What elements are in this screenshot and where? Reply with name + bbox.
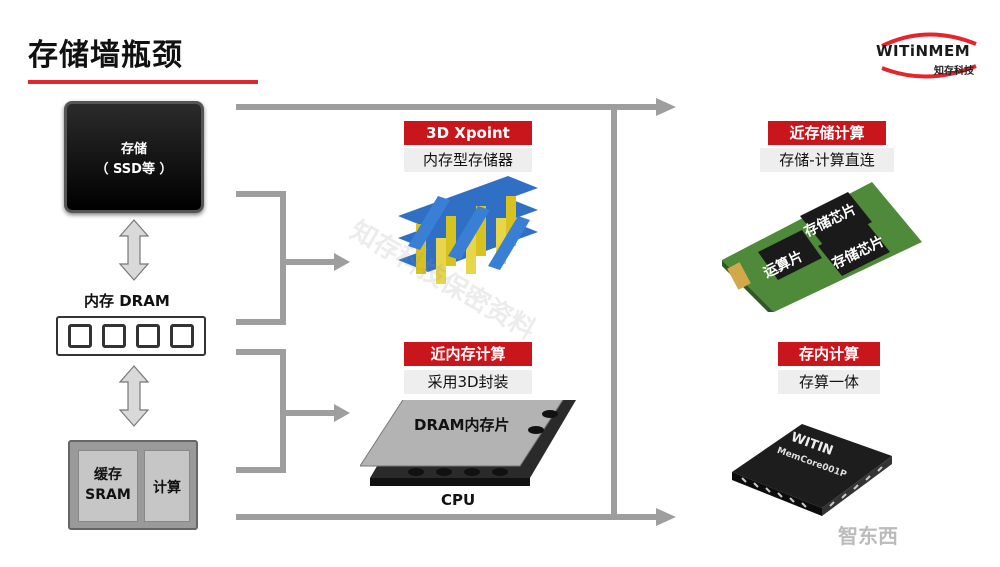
in-memory-sub: 存算一体 (778, 370, 880, 394)
near-memory-sub: 采用3D封装 (404, 370, 532, 394)
dram-module-icon (56, 316, 206, 356)
xpoint-tag: 3D Xpoint (404, 121, 532, 145)
sram-cache-sublabel: SRAM (85, 487, 131, 503)
logo-subtitle: 知存科技 (934, 66, 974, 77)
logo-name: WITiNMEM (876, 42, 971, 60)
dram-layer-label: DRAM内存片 (414, 416, 510, 434)
near-storage-tag: 近存储计算 (768, 121, 886, 145)
xpoint-sub: 内存型存储器 (404, 148, 532, 172)
ssd-block: 存储 （ SSD等 ） (64, 101, 204, 213)
sram-cache-label: 缓存 (94, 467, 122, 483)
storage-board-icon (722, 182, 922, 312)
in-memory-tag: 存内计算 (778, 342, 880, 366)
sram-cache-block: 缓存 SRAM (78, 450, 138, 522)
double-arrow-icon (118, 219, 150, 427)
logo-swoosh-icon (881, 32, 977, 79)
3d-package-stack-icon (360, 400, 576, 486)
cpu-die-block: 缓存 SRAM 计算 (68, 440, 198, 530)
page-title: 存储墙瓶颈 (28, 38, 183, 73)
dram-label: 内存 DRAM (84, 292, 170, 310)
ssd-label: 存储 (120, 142, 147, 157)
compute-block: 计算 (144, 450, 190, 522)
corner-watermark: 智东西 (838, 524, 898, 548)
cpu-layer-label: CPU (441, 491, 476, 509)
ssd-sublabel: （ SSD等 ） (95, 162, 173, 177)
near-storage-sub: 存储-计算直连 (760, 148, 894, 172)
title-underline (28, 80, 258, 84)
3d-xpoint-structure-icon (398, 176, 538, 284)
near-memory-tag: 近内存计算 (404, 342, 532, 366)
witin-chip-icon (732, 424, 892, 516)
